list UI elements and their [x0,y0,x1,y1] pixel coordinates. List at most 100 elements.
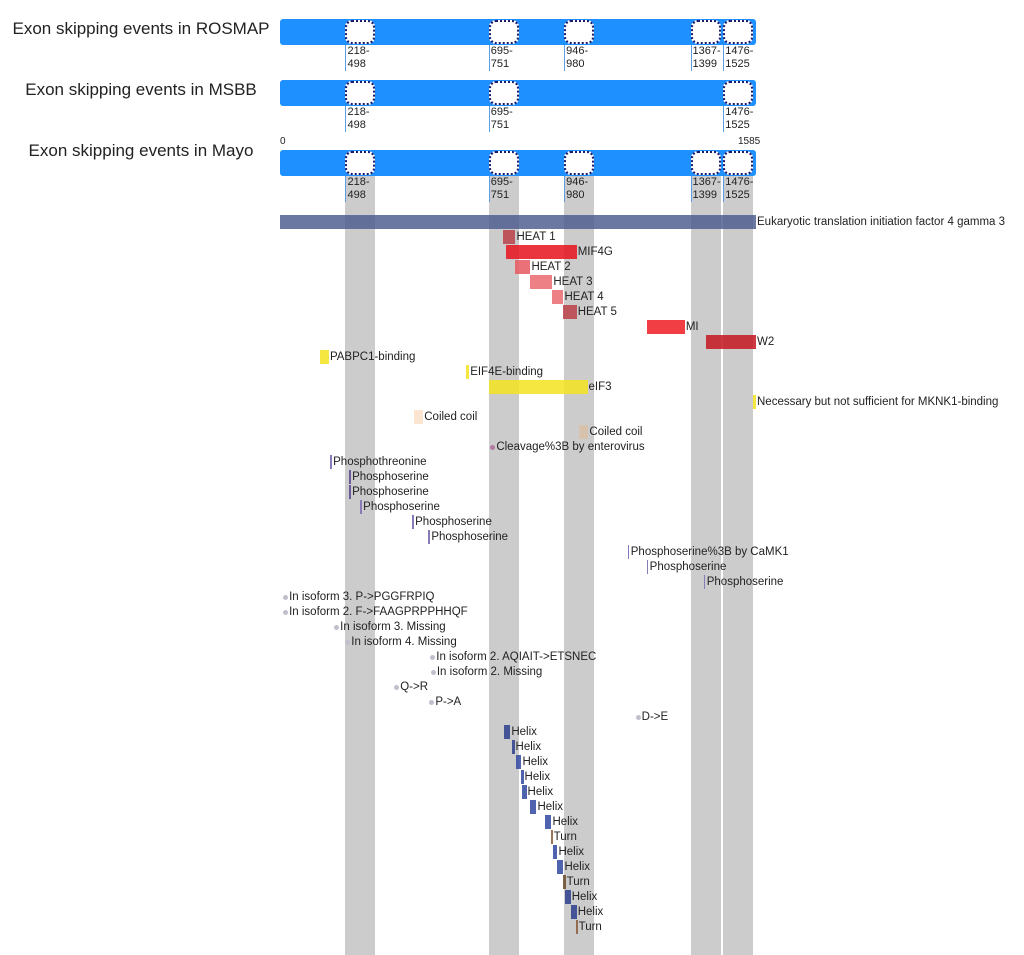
exon-skip-marker[interactable] [345,81,376,105]
exon-skip-marker[interactable] [723,20,754,44]
feature-dot-icon[interactable] [635,715,641,720]
feature-bar[interactable] [515,260,531,274]
feature-dot-icon[interactable] [490,445,496,450]
exon-skip-label: 1367- 1399 [690,176,721,202]
feature-label: Phosphoserine [706,576,784,588]
exon-skip-marker[interactable] [690,151,721,175]
feature-bar[interactable] [319,350,329,364]
exon-skip-label: 695- 751 [488,106,513,132]
feature-bar[interactable] [506,245,577,259]
feature-bar[interactable] [504,725,511,739]
feature-bar[interactable] [570,905,577,919]
feature-label: Helix [552,816,579,828]
exon-skip-marker[interactable] [723,81,754,105]
feature-site-marker[interactable] [360,500,362,514]
exon-skip-label: 695- 751 [488,176,513,202]
exon-skip-marker[interactable] [564,20,595,44]
feature-bar[interactable] [557,860,564,874]
feature-site-marker[interactable] [349,470,351,484]
feature-bar[interactable] [705,335,756,349]
feature-bar[interactable] [466,365,470,379]
feature-dot-icon[interactable] [429,700,435,705]
axis-end-label: 1585 [738,136,761,147]
feature-bar[interactable] [646,320,685,334]
exon-skip-marker[interactable] [690,20,721,44]
feature-label: Phosphothreonine [333,456,427,468]
feature-bar[interactable] [575,920,578,934]
exon-skip-label: 218- 498 [345,106,370,132]
feature-site-marker[interactable] [627,545,630,559]
feature-site-marker[interactable] [703,575,706,589]
feature-label: Cleavage%3B by enterovirus [496,441,645,453]
exon-skip-marker[interactable] [723,151,754,175]
feature-bar[interactable] [511,740,515,754]
feature-label: Phosphoserine%3B by CaMK1 [630,546,789,558]
feature-label: Helix [571,891,598,903]
feature-bar[interactable] [552,845,558,859]
feature-label: P->A [435,696,462,708]
feature-site-marker[interactable] [428,530,430,544]
exon-skip-label: 695- 751 [488,45,513,71]
highlight-column [488,160,519,955]
feature-bar[interactable] [545,815,552,829]
feature-bar[interactable] [414,410,424,424]
exon-skip-label: 1367- 1399 [690,45,721,71]
feature-label: MIF4G [577,246,613,258]
feature-dot-icon[interactable] [430,655,436,660]
feature-bar[interactable] [503,230,516,244]
exon-skip-label: 946- 980 [564,176,589,202]
feature-bar[interactable] [752,395,756,409]
feature-label: Coiled coil [589,426,643,438]
feature-bar[interactable] [530,800,537,814]
feature-bar[interactable] [280,215,756,229]
feature-bar[interactable] [550,830,553,844]
feature-label: Helix [515,741,542,753]
exon-skip-label: 218- 498 [345,45,370,71]
feature-bar[interactable] [563,875,566,889]
feature-site-marker[interactable] [412,515,414,529]
feature-dot-icon[interactable] [334,625,340,630]
feature-label: Phosphoserine [415,516,492,528]
exon-skip-marker[interactable] [488,81,519,105]
feature-site-marker[interactable] [330,455,332,469]
feature-label: HEAT 4 [564,291,604,303]
highlight-column [564,160,595,955]
feature-label: In isoform 3. P->PGGFRPIQ [289,591,435,603]
exon-skip-label: 1476- 1525 [723,45,754,71]
feature-label: Turn [553,831,577,843]
feature-dot-icon[interactable] [283,610,289,615]
feature-bar[interactable] [489,380,588,394]
feature-label: In isoform 2. Missing [436,666,543,678]
feature-site-marker[interactable] [349,485,351,499]
feature-bar[interactable] [578,425,589,439]
exon-skip-marker[interactable] [345,151,376,175]
feature-bar[interactable] [521,770,524,784]
feature-label: In isoform 2. F->FAAGPRPPHHQF [289,606,468,618]
feature-site-marker[interactable] [646,560,649,574]
exon-skip-marker[interactable] [488,151,519,175]
feature-label: PABPC1-binding [329,351,416,363]
feature-label: Helix [577,906,604,918]
feature-label: Q->R [400,681,429,693]
feature-dot-icon[interactable] [345,640,351,645]
feature-bar[interactable] [564,890,571,904]
exon-skip-label: 1476- 1525 [723,106,754,132]
feature-label: MI [685,321,699,333]
feature-bar[interactable] [522,785,527,799]
feature-label: HEAT 5 [577,306,617,318]
feature-label: Helix [511,726,537,738]
highlight-column [690,160,721,955]
exon-skip-marker[interactable] [488,20,519,44]
feature-bar[interactable] [563,305,577,319]
exon-skip-marker[interactable] [564,151,595,175]
feature-label: Phosphoserine [352,486,429,498]
feature-bar[interactable] [530,275,553,289]
feature-dot-icon[interactable] [430,670,436,675]
feature-dot-icon[interactable] [283,595,289,600]
feature-bar[interactable] [552,290,564,304]
feature-label: Turn [566,876,590,888]
feature-label: EIF4E-binding [470,366,544,378]
feature-bar[interactable] [516,755,522,769]
exon-skip-marker[interactable] [345,20,376,44]
feature-dot-icon[interactable] [394,685,400,690]
